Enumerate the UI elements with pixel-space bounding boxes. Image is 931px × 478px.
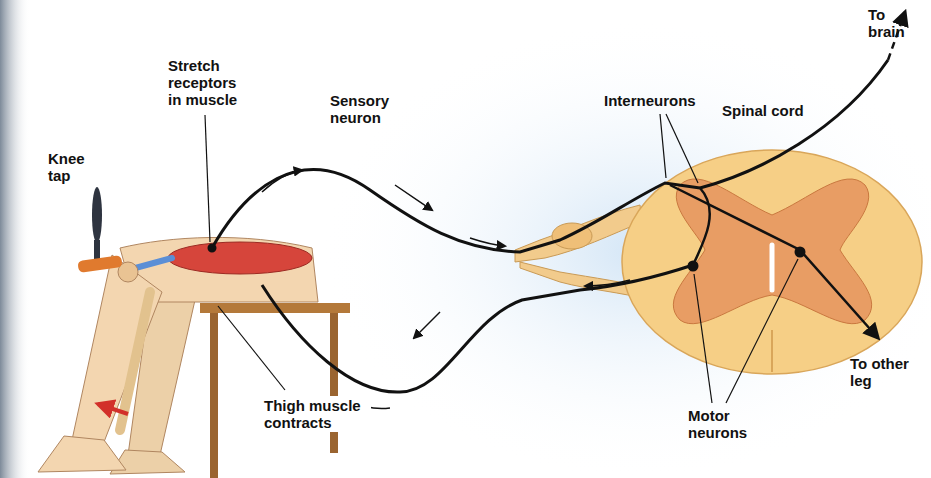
sensory-neuron (212, 169, 700, 252)
shin-bone (120, 292, 150, 430)
reflex-hammer (77, 187, 122, 273)
thigh-muscle (168, 242, 312, 274)
label-motor-neurons: Motor neurons (688, 407, 768, 441)
motor-neuron (262, 265, 693, 392)
label-stretch-receptors: Stretch receptors in muscle (168, 57, 250, 108)
ascending-fiber (700, 60, 888, 188)
direction-arrows (262, 170, 630, 409)
label-to-other-leg: To other leg (850, 355, 925, 389)
table (200, 303, 350, 478)
kick-arrow (98, 404, 128, 414)
label-interneurons: Interneurons (604, 92, 724, 109)
background-haze (320, 20, 931, 478)
label-sensory-neuron: Sensory neuron (330, 92, 400, 126)
crossing-fiber (670, 185, 878, 338)
leader-lines (205, 114, 798, 403)
label-spinal-cord: Spinal cord (722, 102, 832, 119)
edge-shade (0, 0, 30, 478)
leg (38, 237, 318, 472)
label-to-brain: To brain (868, 6, 913, 40)
neurons (209, 12, 905, 392)
label-knee-tap: Knee tap (48, 150, 98, 184)
label-muscle-contracts: Thigh muscle contracts (262, 396, 371, 432)
